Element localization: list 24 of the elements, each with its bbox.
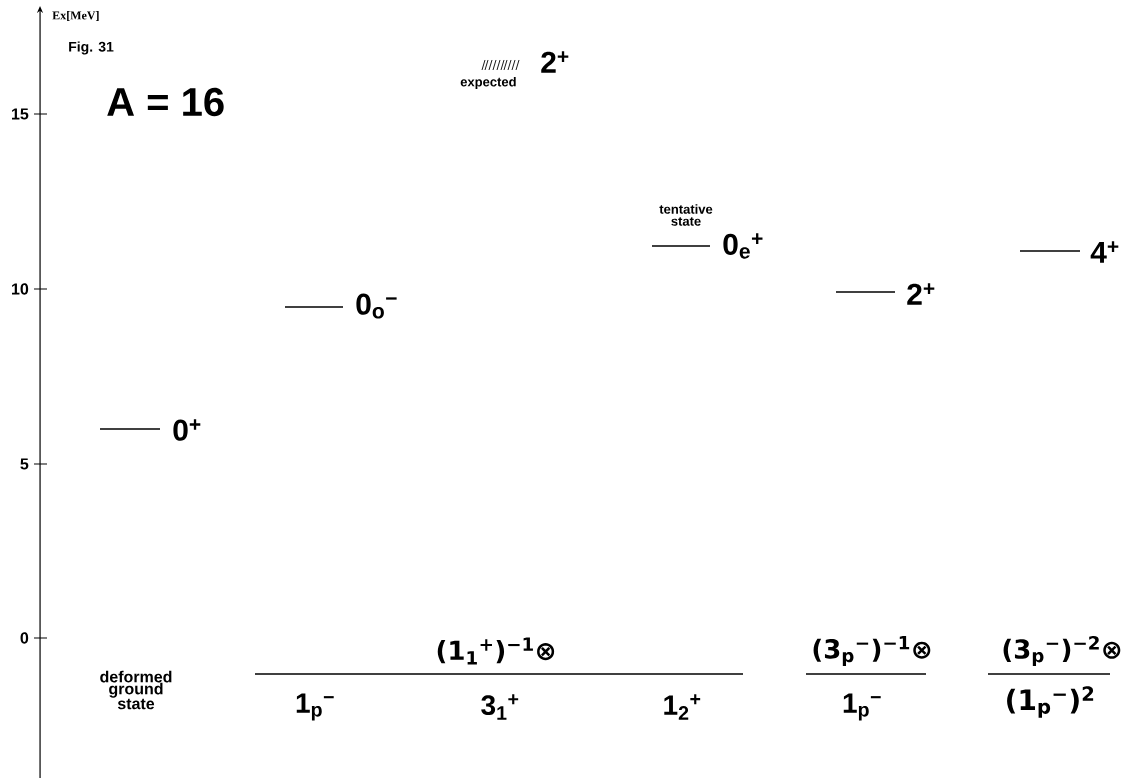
level-note: tentative state bbox=[659, 204, 713, 226]
level-note: expected bbox=[460, 76, 516, 90]
configuration-label: 3$_{1}$+ bbox=[481, 694, 519, 720]
level-label: 0$^{+}$ bbox=[173, 419, 201, 441]
configuration-label: 1$_{p}$− bbox=[843, 693, 881, 721]
level-label: 2$^{+}$ bbox=[907, 283, 935, 305]
level-label: 0$_{e}$+ bbox=[723, 233, 763, 259]
configuration-label: (1$_{1}$$^{+}$)$^{−1}$⊗ bbox=[437, 637, 555, 665]
configuration-label: (3$_{p}$$^{−}$)$^{−1}$⊗ bbox=[813, 636, 931, 666]
tick-label: 15 bbox=[12, 108, 29, 120]
tick-label: 10 bbox=[12, 283, 29, 295]
level-label: 0$_{o}$− bbox=[356, 293, 397, 319]
band-label: deformed ground state bbox=[100, 670, 172, 710]
level-label: 2$^{+}$ bbox=[541, 51, 569, 73]
configuration-label: 1$_{p}$− bbox=[296, 693, 334, 721]
configuration-label: 1$_{2}$+ bbox=[664, 694, 701, 720]
tick-label: 0 bbox=[20, 632, 29, 644]
configuration-label: (1$_{p}$$^{−}$)$^{2}$ bbox=[1007, 686, 1094, 718]
level-label: 4$^{+}$ bbox=[1090, 241, 1119, 263]
title: A = 16 bbox=[107, 87, 224, 117]
configuration-label: (3$_{p}$$^{−}$)$^{−2}$⊗ bbox=[1003, 635, 1121, 666]
figure-number: Fig. 31 bbox=[69, 41, 114, 55]
axis-label: Ex[MeV] bbox=[52, 11, 99, 21]
tick-label: 5 bbox=[20, 458, 29, 470]
